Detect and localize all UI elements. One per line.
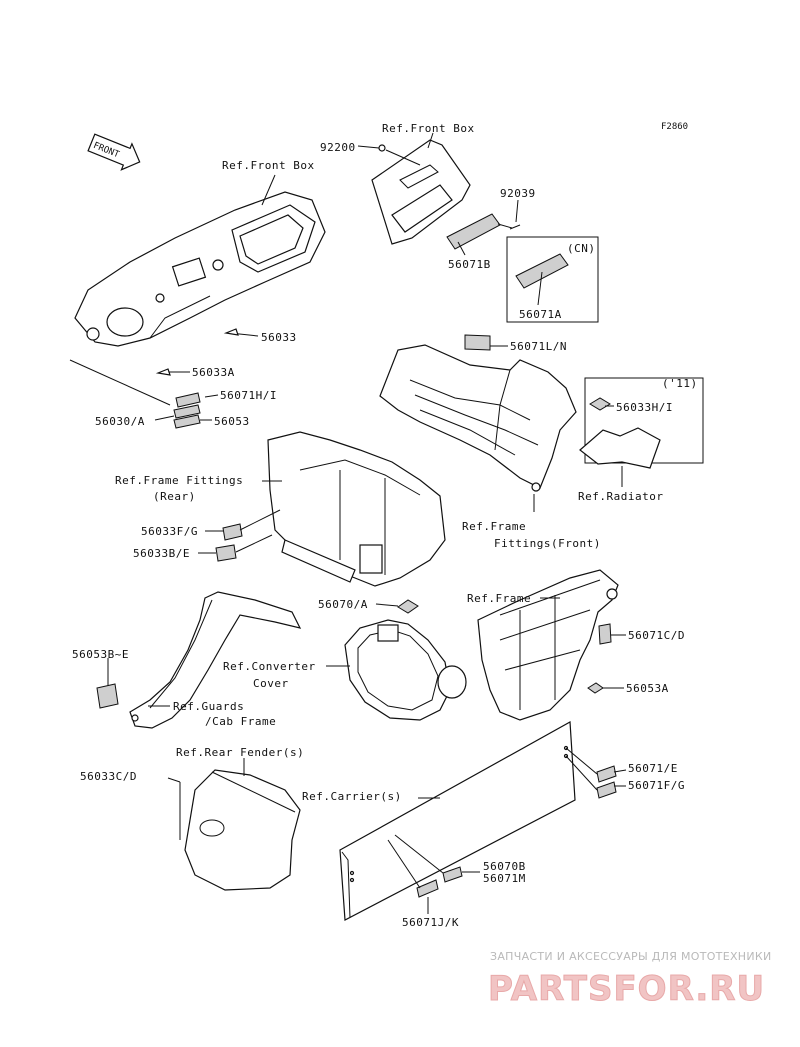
pin-92039-icon	[509, 224, 521, 230]
rear-fender	[184, 769, 301, 891]
watermark-logo: PARTSFOR.RU	[488, 969, 765, 1009]
radiator-bracket	[579, 427, 661, 469]
label-56033BE: 56033B/E	[133, 547, 190, 560]
label-56071E: 56071/E	[628, 762, 678, 775]
decal-56071A	[515, 253, 569, 289]
label-92039: 92039	[500, 187, 536, 200]
decal-56071HI	[175, 392, 201, 408]
decal-56053A	[587, 682, 604, 694]
label-56071B: 56071B	[448, 258, 491, 271]
main-frame	[477, 569, 619, 721]
label-56053BE: 56053B~E	[72, 648, 129, 661]
label-56033CD: 56033C/D	[80, 770, 137, 783]
label-ref-carrier: Ref.Carrier(s)	[302, 790, 402, 803]
label-ref-frame-fittings-rear-sub: (Rear)	[153, 490, 196, 503]
label-cn: (CN)	[567, 242, 596, 255]
label-56033A: 56033A	[192, 366, 235, 379]
decal-56071LN	[464, 334, 491, 351]
label-ref-frame-fittings-front: Ref.Frame	[462, 520, 526, 533]
label-56033FG: 56033F/G	[141, 525, 198, 538]
clip-56033-icon	[223, 328, 239, 336]
decal-56071E	[596, 765, 617, 783]
label-ref-frame: Ref.Frame	[467, 592, 531, 605]
label-56071FG: 56071F/G	[628, 779, 685, 792]
label-ref-frame-fittings-rear: Ref.Frame Fittings	[115, 474, 243, 487]
label-ref-converter-sub: Cover	[253, 677, 289, 690]
converter-cover	[344, 619, 467, 721]
label-56030A: 56030/A	[95, 415, 145, 428]
label-ref-guards-sub: /Cab Frame	[205, 715, 276, 728]
decal-56071CD	[598, 623, 612, 645]
decal-56071B	[446, 213, 501, 250]
clip-56033A-icon	[155, 368, 171, 376]
label-56053A: 56053A	[626, 682, 669, 695]
decal-56070A	[397, 599, 419, 614]
cn-box	[506, 236, 599, 323]
label-56071JK: 56071J/K	[402, 916, 459, 929]
label-56033: 56033	[261, 331, 297, 344]
figure-code: F2860	[661, 122, 688, 132]
decal-56033HI	[589, 397, 611, 411]
clip-56033CD-icon	[167, 777, 181, 783]
label-56071CD: 56071C/D	[628, 629, 685, 642]
dashboard-panel	[74, 191, 326, 347]
frame-fittings-rear	[267, 431, 446, 587]
decal-56033BE	[215, 544, 237, 562]
guard-cab-frame	[129, 591, 302, 729]
label-ref-rear-fender: Ref.Rear Fender(s)	[176, 746, 304, 759]
screw-92200-icon	[378, 144, 386, 152]
front-box	[371, 139, 471, 245]
label-ref-converter: Ref.Converter	[223, 660, 316, 673]
carrier-panel	[339, 721, 576, 921]
label-ref-front-box-left: Ref.Front Box	[222, 159, 315, 172]
label-56033HI: 56033H/I	[616, 401, 673, 414]
label-ref-radiator: Ref.Radiator	[578, 490, 663, 503]
decal-56053BE	[96, 683, 119, 709]
decal-56071JK	[416, 879, 439, 898]
label-ref-frame-fittings-front-sub: Fittings(Front)	[494, 537, 601, 550]
label-56071A: 56071A	[519, 308, 562, 321]
label-56071HI: 56071H/I	[220, 389, 277, 402]
label-2011: ('11)	[662, 377, 698, 390]
frame-fittings-front	[379, 344, 577, 492]
label-56070A: 56070/A	[318, 598, 368, 611]
decal-56033FG	[222, 523, 243, 541]
decal-56070B	[442, 866, 463, 883]
decal-56053	[173, 414, 201, 429]
watermark-tagline: ЗАПЧАСТИ И АКСЕССУАРЫ ДЛЯ МОТОТЕХНИКИ	[490, 950, 772, 963]
label-56053: 56053	[214, 415, 250, 428]
decal-56071FG	[596, 781, 617, 799]
label-56070B: 56070B	[483, 860, 526, 873]
label-56071LN: 56071L/N	[510, 340, 567, 353]
label-92200: 92200	[320, 141, 356, 154]
label-ref-guards: Ref.Guards	[173, 700, 244, 713]
decal-56030A	[173, 404, 201, 419]
label-ref-front-box-right: Ref.Front Box	[382, 122, 475, 135]
label-56071M: 56071M	[483, 872, 526, 885]
front-arrow-icon: FRONT	[87, 133, 141, 171]
